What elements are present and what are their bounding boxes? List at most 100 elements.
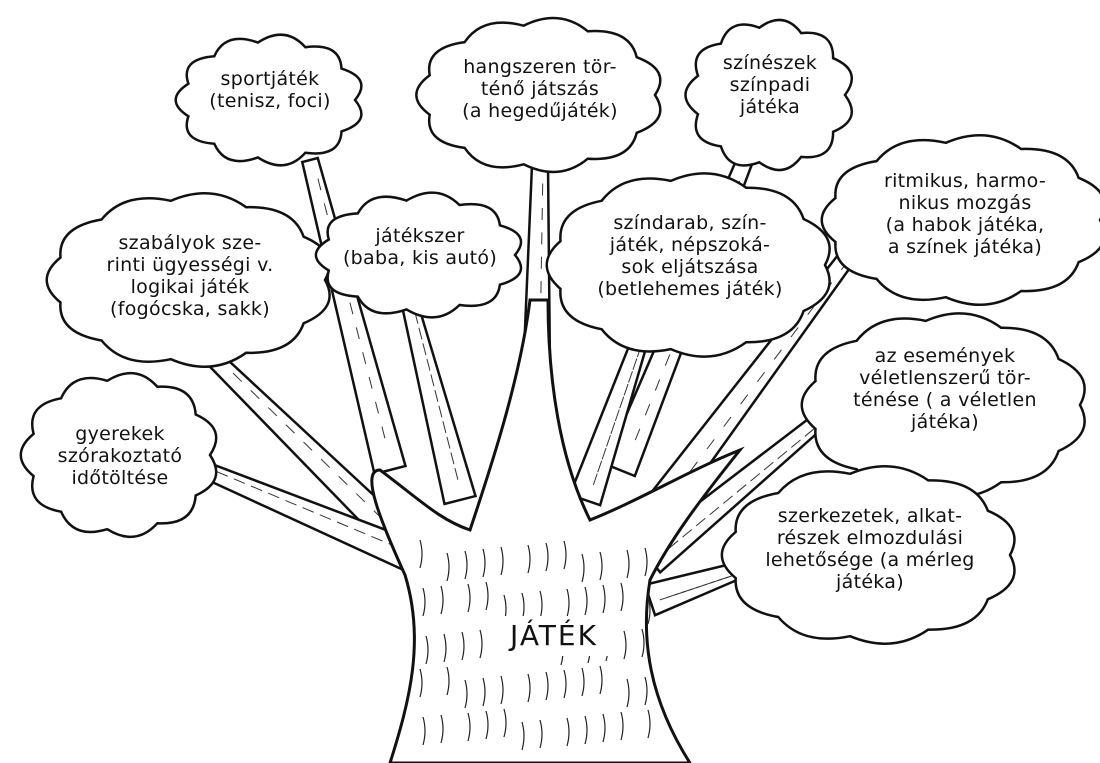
bark-stroke <box>430 374 435 387</box>
bark-stroke <box>709 506 720 516</box>
bark-stroke <box>355 327 360 340</box>
cloud-hangszer <box>415 16 662 174</box>
bark-stroke <box>250 390 260 400</box>
bark-stroke <box>422 587 426 617</box>
bark-stroke <box>442 421 447 434</box>
cloud-line: (betlehemes játék) <box>597 278 783 300</box>
cloud-line: gyerekek <box>75 423 165 445</box>
cloud-text-szindarab: színdarab, szín-játék, népszoká-sok eljá… <box>565 212 815 300</box>
bark-stroke <box>584 715 588 745</box>
bark-stroke <box>623 383 629 396</box>
bark-stroke <box>668 540 679 549</box>
cloud-line: (fogócska, sakk) <box>110 298 270 320</box>
bark-stroke <box>303 441 313 451</box>
bark-stroke <box>606 435 611 447</box>
cloud-line: rinti ügyességi v. <box>106 254 274 276</box>
bark-stroke <box>545 542 549 572</box>
bark-stroke <box>353 528 366 535</box>
cloud-jatekszer <box>314 191 523 319</box>
bark-stroke <box>418 327 423 340</box>
cloud-text-szabalyok: szabályok sze-rinti ügyességi v.logikai … <box>65 232 315 320</box>
bark-stroke <box>599 665 603 695</box>
bark-stroke <box>602 713 606 743</box>
cloud-szineszek <box>684 18 854 172</box>
bark-stroke <box>527 673 531 703</box>
cloud-line: játék, népszoká- <box>609 234 771 256</box>
bark-stroke <box>375 401 379 414</box>
cloud-line: szórakoztató <box>57 445 183 467</box>
cloud-line: logikai játék <box>130 276 250 298</box>
bark-stroke <box>750 473 761 482</box>
bark-stroke <box>317 178 322 191</box>
bark-stroke <box>689 461 698 472</box>
cloud-line: játéka <box>739 96 801 118</box>
cloud-szerkezetek <box>720 465 1016 645</box>
bark-stroke <box>419 539 423 569</box>
cloud-esemenyek <box>800 312 1086 498</box>
bark-stroke <box>267 407 278 417</box>
bark-stroke <box>362 352 367 364</box>
cloud-line: sok eljátszása <box>621 256 759 278</box>
cloud-line: hangszeren tör- <box>463 56 617 78</box>
clouds-layer <box>19 16 1100 645</box>
bark-stroke <box>446 552 450 582</box>
bark-stroke <box>581 667 585 697</box>
cloud-line: szerkezetek, alkat- <box>777 505 963 527</box>
bark-stroke <box>626 678 630 708</box>
bark-stroke <box>599 551 603 581</box>
bark-stroke <box>804 428 815 437</box>
cloud-line: sportjáték <box>220 68 320 90</box>
bark-stroke <box>641 628 645 658</box>
bark-stroke <box>440 585 444 615</box>
cloud-line: az események <box>874 345 1016 367</box>
bark-stroke <box>527 544 531 574</box>
bark-stroke <box>763 461 774 471</box>
bark-stroke <box>446 666 450 696</box>
bark-stroke <box>434 390 439 402</box>
cloud-line: a színek játéka) <box>887 236 1043 258</box>
bark-stroke <box>566 588 570 618</box>
bark-stroke <box>285 499 297 506</box>
cloud-line: lehetősége (a mérleg <box>765 549 975 571</box>
cloud-text-jatekszer: játékszer(baba, kis autó) <box>330 225 510 269</box>
trunk-label: JÁTÉK <box>488 616 620 656</box>
cloud-line: színpadi <box>729 74 811 96</box>
bark-stroke <box>790 439 801 448</box>
bark-stroke <box>319 514 332 520</box>
cloud-line: (a hegedűjáték) <box>462 100 618 122</box>
bark-stroke <box>563 540 567 570</box>
bark-stroke <box>626 549 630 579</box>
bark-stroke <box>602 584 606 614</box>
bark-stroke <box>706 439 715 450</box>
cloud-line: (tenisz, foci) <box>209 90 331 112</box>
bark-stroke <box>664 354 671 366</box>
bark-stroke <box>482 677 486 707</box>
cloud-szabalyok <box>45 192 331 368</box>
cloud-line: ritmikus, harmo- <box>883 170 1047 192</box>
bark-stroke <box>443 633 447 663</box>
bark-stroke <box>647 595 651 625</box>
bark-stroke <box>500 546 504 576</box>
bark-stroke <box>233 478 246 484</box>
bark-stroke <box>323 203 328 216</box>
bark-stroke <box>610 422 616 434</box>
bark-stroke <box>614 409 620 422</box>
cloud-line: véletlenszerű tör- <box>859 367 1031 389</box>
bark-stroke <box>601 447 607 460</box>
cloud-line: (baba, kis autó) <box>342 247 498 269</box>
bark-stroke <box>503 708 507 738</box>
bark-stroke <box>454 468 459 480</box>
bark-stroke <box>592 473 598 486</box>
bark-stroke <box>446 436 451 449</box>
bark-stroke <box>349 302 354 315</box>
bark-stroke <box>422 716 426 746</box>
cloud-text-sport: sportjáték(tenisz, foci) <box>195 68 345 112</box>
bark-stroke <box>628 371 633 383</box>
bark-stroke <box>644 676 648 706</box>
bark-stroke <box>500 675 504 705</box>
bark-stroke <box>736 484 747 493</box>
bark-stroke <box>695 517 706 527</box>
cloud-line: (a habok játéka, <box>885 214 1045 236</box>
